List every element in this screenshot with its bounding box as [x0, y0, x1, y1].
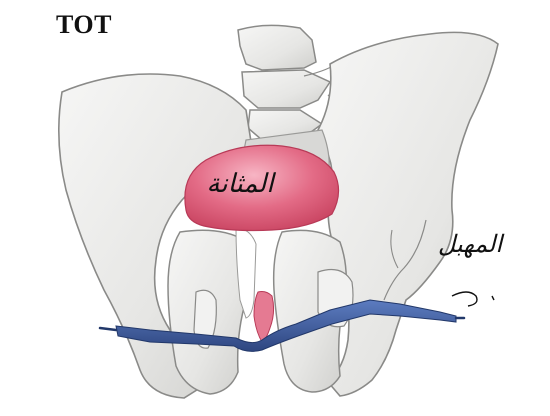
bladder-handwritten-label: المثانة: [206, 169, 276, 199]
right-ilium-icon: [318, 32, 498, 396]
urethra-handwritten-label: المهبل: [438, 230, 505, 258]
annotation-stroke: [452, 292, 494, 306]
